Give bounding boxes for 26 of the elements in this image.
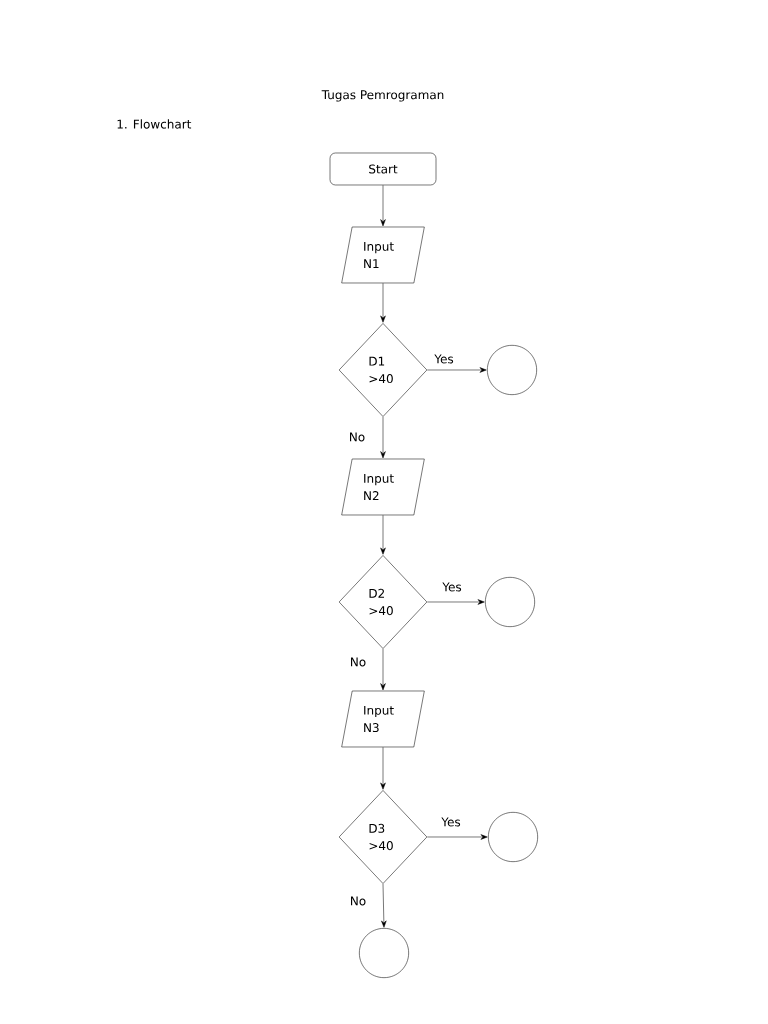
edge-label: Yes <box>442 582 462 592</box>
edge-label: Yes <box>441 817 461 827</box>
terminal-circle <box>487 345 537 395</box>
edge-label: Yes <box>434 354 454 364</box>
arrow <box>380 515 386 555</box>
arrow <box>380 648 386 691</box>
arrow <box>380 283 386 323</box>
edge-label: No <box>351 896 366 906</box>
edge-label: No <box>350 432 365 442</box>
arrow <box>427 834 488 840</box>
input-parallelogram: Input N3 <box>341 690 425 748</box>
arrow <box>380 747 386 790</box>
terminal-circle <box>488 812 538 862</box>
arrow <box>427 599 485 605</box>
list-item: 1. Flowchart <box>117 119 192 129</box>
terminal-circle <box>485 577 535 627</box>
arrow <box>427 367 487 373</box>
input-parallelogram: Input N1 <box>341 226 425 284</box>
edge-label: No <box>351 657 366 667</box>
arrow <box>380 416 386 459</box>
terminal-circle <box>359 928 409 978</box>
title: Tugas Pemrograman <box>321 90 444 102</box>
input-parallelogram: Input N2 <box>341 458 425 516</box>
start-terminator: Start <box>329 152 437 186</box>
arrow <box>381 883 387 928</box>
arrow <box>380 185 386 227</box>
